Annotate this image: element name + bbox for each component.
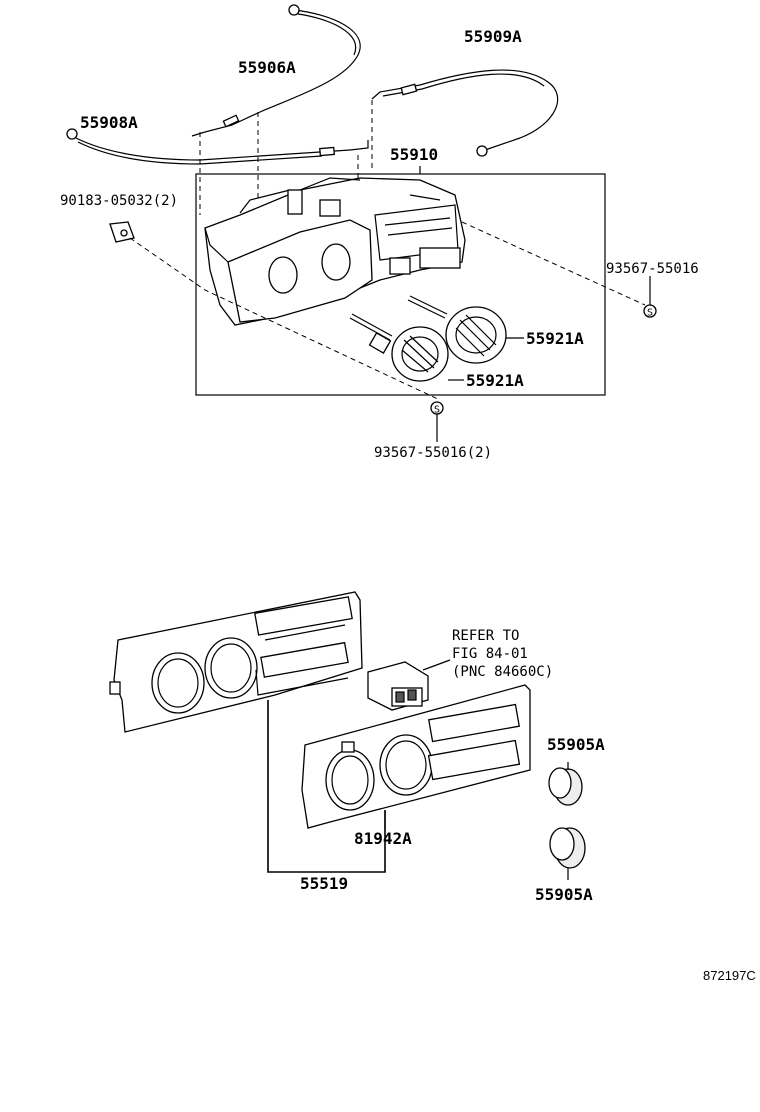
screw-symbol-bottom: S — [430, 401, 444, 416]
label-55905a-top: 55905A — [547, 735, 605, 754]
label-55909a: 55909A — [464, 27, 522, 46]
knob-55921a-bottom — [349, 313, 449, 382]
heater-control-body — [204, 177, 466, 326]
svg-text:S: S — [647, 308, 653, 319]
label-55905a-bottom: 55905A — [535, 885, 593, 904]
panel-55519 — [109, 591, 363, 733]
label-55910: 55910 — [390, 145, 438, 164]
label-55921a-top: 55921A — [526, 329, 584, 348]
knob-cap-55905a-bottom — [549, 827, 586, 869]
cable-55908a — [66, 128, 369, 165]
label-81942a: 81942A — [354, 829, 412, 848]
screw-symbol-right: S — [643, 304, 657, 319]
label-93567-bottom: 93567-55016(2) — [374, 445, 492, 461]
panel-81942a — [301, 684, 531, 829]
knob-cap-55905a-top — [548, 767, 583, 806]
switch-84660c — [367, 659, 451, 711]
label-refer-3: (PNC 84660C) — [452, 664, 553, 680]
label-refer-2: FIG 84-01 — [452, 646, 528, 662]
label-90183: 90183-05032(2) — [60, 193, 178, 209]
svg-text:S: S — [434, 405, 440, 416]
assembly-box-55910 — [195, 173, 606, 396]
figure-id: 872197C — [703, 968, 756, 983]
cable-55909a — [371, 69, 559, 157]
label-55519: 55519 — [300, 874, 348, 893]
label-55921a-bottom: 55921A — [466, 371, 524, 390]
clip-90183 — [109, 221, 135, 243]
knob-55921a-top — [407, 295, 507, 364]
label-refer-1: REFER TO — [452, 628, 519, 644]
cable-55906a — [191, 4, 361, 137]
label-55906a: 55906A — [238, 58, 296, 77]
label-55908a: 55908A — [80, 113, 138, 132]
label-93567-right: 93567-55016 — [606, 261, 699, 277]
